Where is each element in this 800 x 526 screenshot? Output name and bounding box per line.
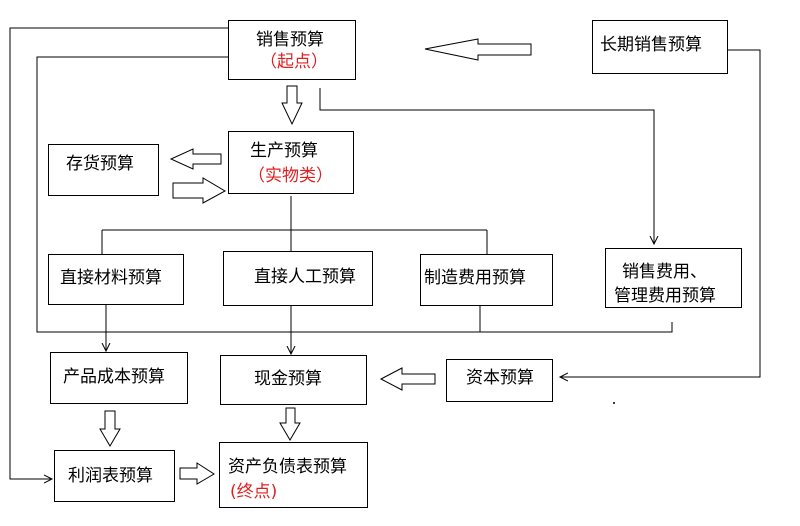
long-term-sales-budget-node <box>592 20 728 74</box>
production-split-connector <box>101 196 488 254</box>
inventory-budget-label: 存货预算 <box>66 154 134 174</box>
sales-budget-label: 销售预算 <box>256 30 324 50</box>
selling-admin-label-line2: 管理费用预算 <box>614 286 716 306</box>
production-physical-note: （实物类） <box>248 166 333 186</box>
sales-to-production-arrow <box>281 85 303 126</box>
income-statement-budget-node <box>54 450 175 502</box>
product-cost-label: 产品成本预算 <box>63 367 165 387</box>
sales-inner-line <box>36 56 673 333</box>
manufacturing-overhead-label: 制造费用预算 <box>424 268 526 288</box>
longterm-to-sales-arrow <box>424 38 532 61</box>
capital-to-cash-arrow <box>379 367 436 391</box>
longterm-to-capital-connector <box>560 49 761 377</box>
direct-labor-budget-node <box>223 251 373 306</box>
direct-material-budget-node <box>48 254 184 305</box>
sales-to-income-connector <box>9 27 228 479</box>
selling-admin-budget-node <box>605 248 742 308</box>
long-term-sales-label: 长期销售预算 <box>600 35 702 55</box>
inventory-to-production-arrow <box>172 177 227 204</box>
capital-budget-label: 资本预算 <box>466 368 534 388</box>
balance-sheet-label: 资产负债表预算 <box>228 457 347 477</box>
income-to-balance-arrow <box>179 462 215 485</box>
balance-sheet-budget-node <box>219 442 368 508</box>
capital-budget-node <box>446 359 553 402</box>
production-budget-node <box>228 131 354 194</box>
product-cost-to-income-arrow <box>99 410 121 447</box>
cash-budget-node <box>220 355 367 405</box>
cash-to-balance-arrow <box>279 407 301 441</box>
production-to-inventory-arrow <box>169 148 222 170</box>
selling-admin-label-line1: 销售费用、 <box>622 262 707 282</box>
stray-dot <box>613 402 615 404</box>
direct-material-label: 直接材料预算 <box>60 268 162 288</box>
direct-labor-label: 直接人工预算 <box>254 267 356 287</box>
balance-sheet-end-note: (终点) <box>230 482 278 502</box>
product-cost-budget-node <box>50 352 188 404</box>
sales-to-expense-connector <box>319 88 654 244</box>
sales-budget-node <box>228 20 356 80</box>
inventory-budget-node <box>48 144 159 196</box>
manufacturing-overhead-budget-node <box>420 254 553 306</box>
cash-budget-label: 现金预算 <box>254 369 322 389</box>
income-statement-label: 利润表预算 <box>68 466 153 486</box>
production-budget-label: 生产预算 <box>250 141 318 161</box>
sales-start-note: （起点） <box>260 52 328 72</box>
